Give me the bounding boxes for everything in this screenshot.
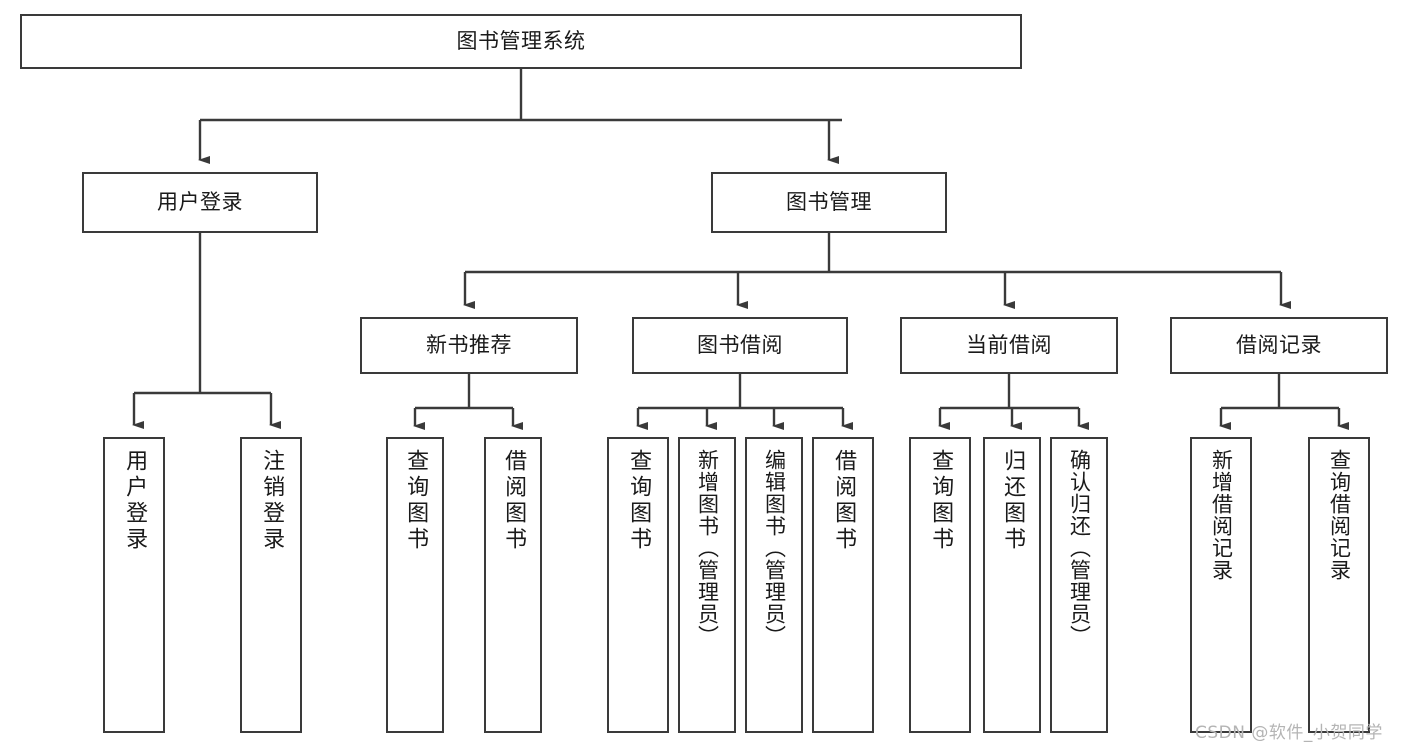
node-leaf-borrow-book-1[interactable]: 借阅图书 — [484, 437, 542, 733]
node-leaf-confirm-return[interactable]: 确认归还（管理员） — [1050, 437, 1108, 733]
node-leaf-borrow-book-2[interactable]: 借阅图书 — [812, 437, 874, 733]
node-book-borrow-label: 图书借阅 — [697, 332, 783, 357]
node-new-book-rec[interactable]: 新书推荐 — [360, 317, 578, 374]
node-leaf-user-login-label: 用户登录 — [122, 449, 148, 553]
csdn-watermark: CSDN @软件_小贺同学 — [1195, 723, 1383, 743]
node-user-login[interactable]: 用户登录 — [82, 172, 318, 233]
node-leaf-edit-book[interactable]: 编辑图书（管理员） — [745, 437, 803, 733]
node-leaf-return-book-label: 归还图书 — [1000, 449, 1026, 553]
node-leaf-return-book[interactable]: 归还图书 — [983, 437, 1041, 733]
node-root[interactable]: 图书管理系统 — [20, 14, 1022, 69]
node-new-book-rec-label: 新书推荐 — [426, 332, 512, 357]
node-leaf-borrow-book-1-label: 借阅图书 — [501, 449, 527, 553]
node-leaf-confirm-return-label: 确认归还（管理员） — [1067, 449, 1092, 647]
node-leaf-query-book-1[interactable]: 查询图书 — [386, 437, 444, 733]
node-leaf-user-login[interactable]: 用户登录 — [103, 437, 165, 733]
node-leaf-query-book-2-label: 查询图书 — [626, 449, 652, 553]
node-leaf-add-book-label: 新增图书（管理员） — [695, 449, 720, 647]
node-leaf-add-book[interactable]: 新增图书（管理员） — [678, 437, 736, 733]
node-leaf-borrow-book-2-label: 借阅图书 — [831, 449, 857, 553]
node-leaf-query-book-2[interactable]: 查询图书 — [607, 437, 669, 733]
node-current-borrow-label: 当前借阅 — [966, 332, 1052, 357]
node-root-label: 图书管理系统 — [456, 28, 586, 53]
node-leaf-add-record-label: 新增借阅记录 — [1209, 449, 1234, 581]
node-current-borrow[interactable]: 当前借阅 — [900, 317, 1118, 374]
node-leaf-logout[interactable]: 注销登录 — [240, 437, 302, 733]
node-borrow-record[interactable]: 借阅记录 — [1170, 317, 1388, 374]
node-leaf-edit-book-label: 编辑图书（管理员） — [762, 449, 787, 647]
node-book-manage-label: 图书管理 — [786, 189, 872, 214]
node-leaf-query-record[interactable]: 查询借阅记录 — [1308, 437, 1370, 733]
node-user-login-label: 用户登录 — [157, 189, 243, 214]
node-leaf-query-book-1-label: 查询图书 — [403, 449, 429, 553]
node-leaf-query-book-3-label: 查询图书 — [928, 449, 954, 553]
node-leaf-add-record[interactable]: 新增借阅记录 — [1190, 437, 1252, 733]
node-book-borrow[interactable]: 图书借阅 — [632, 317, 848, 374]
node-leaf-query-book-3[interactable]: 查询图书 — [909, 437, 971, 733]
node-borrow-record-label: 借阅记录 — [1236, 332, 1322, 357]
node-leaf-query-record-label: 查询借阅记录 — [1327, 449, 1352, 581]
node-book-manage[interactable]: 图书管理 — [711, 172, 947, 233]
node-leaf-logout-label: 注销登录 — [259, 449, 285, 553]
